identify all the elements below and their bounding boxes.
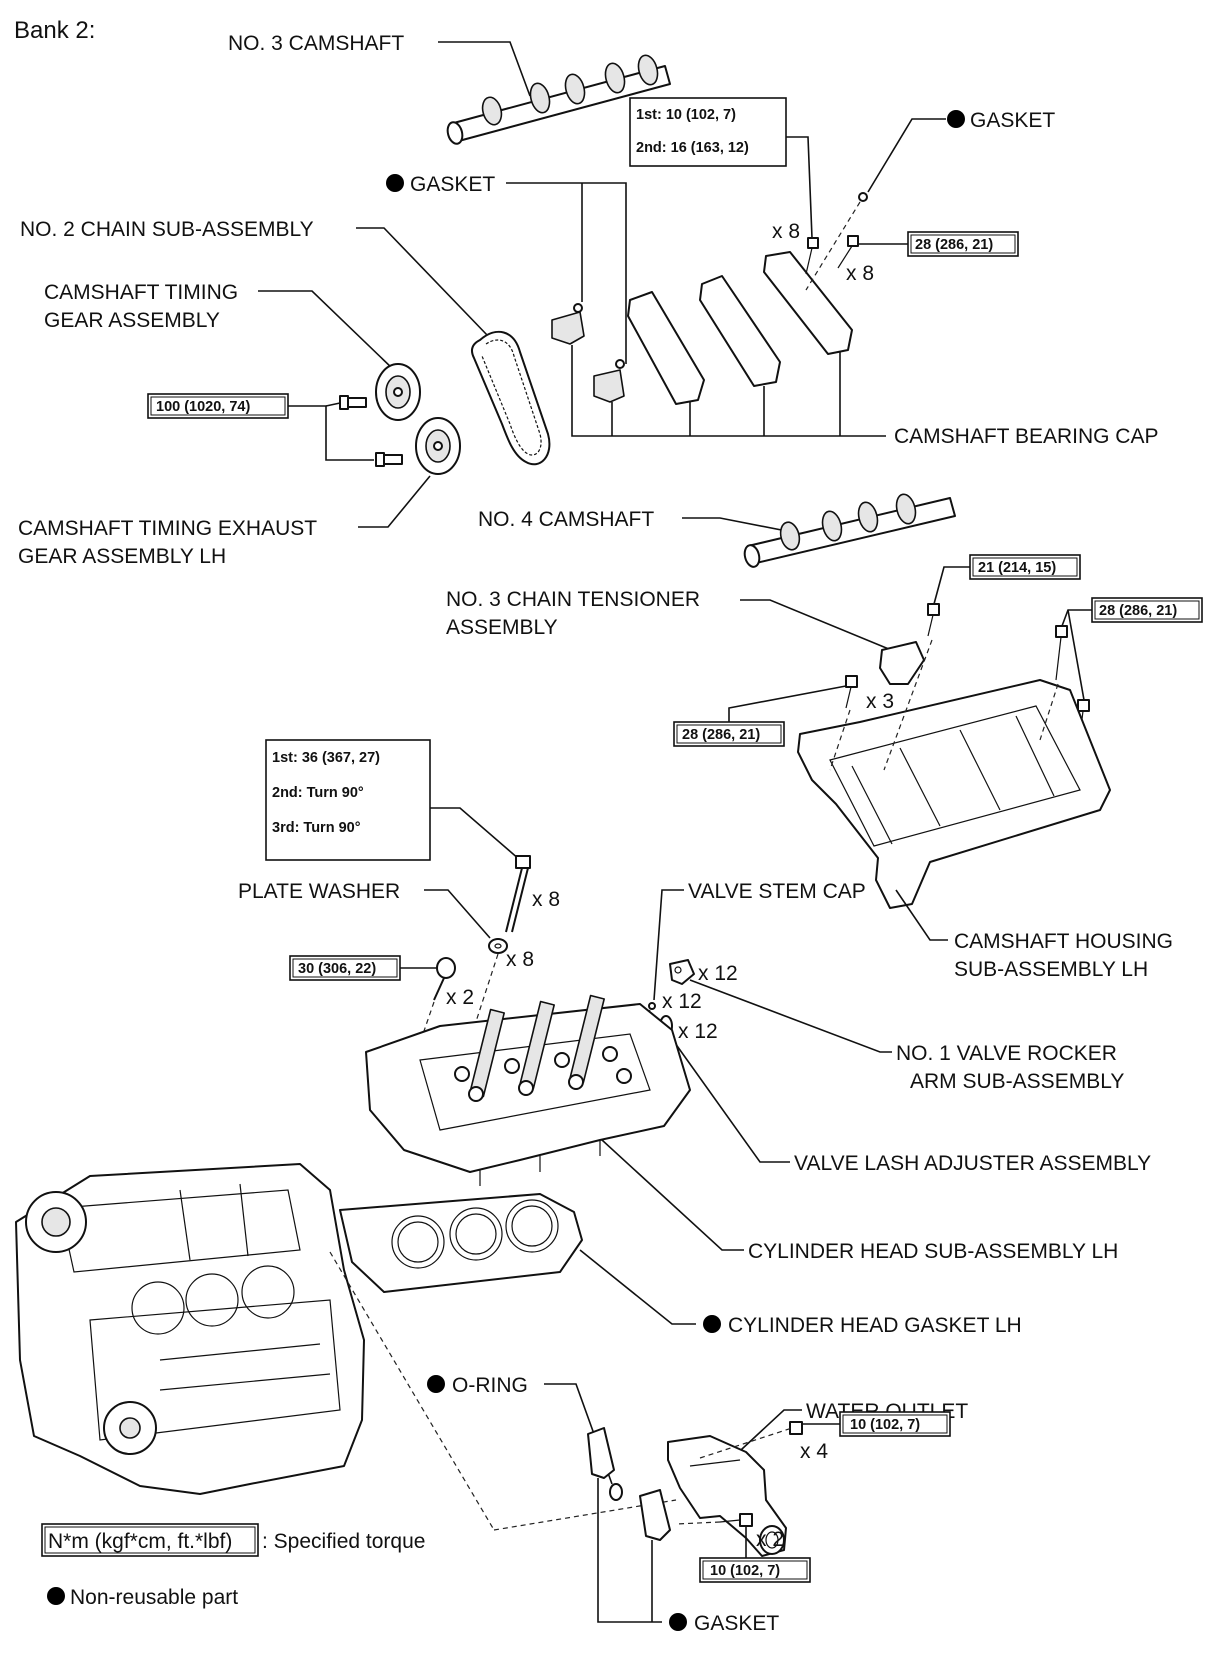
no2-chain-drawing <box>471 330 551 466</box>
gasket-bottom-label: GASKET <box>694 1612 779 1635</box>
water-outlet-bolt-torque: 10 (102, 7) <box>710 1563 780 1579</box>
water-outlet-nut-torque: 10 (102, 7) <box>850 1417 920 1433</box>
head-bolt-torque-1st: 1st: 36 (367, 27) <box>272 750 380 766</box>
housing-label-2: SUB-ASSEMBLY LH <box>954 958 1148 981</box>
tensioner-label-1: NO. 3 CHAIN TENSIONER <box>446 588 700 611</box>
no4-camshaft-drawing <box>743 493 956 568</box>
exhaust-gear-drawing <box>415 417 461 475</box>
gear-bolt-upper-drawing <box>339 395 367 410</box>
plate-washer-qty: x 8 <box>506 948 534 971</box>
tensioner-drawing <box>879 603 940 685</box>
tensioner-torque-box <box>969 554 1081 580</box>
camshaft-housing-drawing <box>797 679 1111 909</box>
head-small-bolt-torque: 30 (306, 22) <box>298 961 376 977</box>
tensioner-label-2: ASSEMBLY <box>446 616 558 639</box>
head-small-bolt-qty: x 2 <box>446 986 474 1009</box>
nonreusable-dot-icon <box>947 110 965 128</box>
legend-torque-format: N*m (kgf*cm, ft.*lbf) <box>48 1530 232 1553</box>
housing-bolt-left-drawing <box>845 675 858 709</box>
bottom-gaskets-drawing <box>587 1427 671 1541</box>
cylinder-head-drawing <box>365 994 691 1186</box>
housing-label-1: CAMSHAFT HOUSING <box>954 930 1173 953</box>
cap-bolt-torque-1st: 1st: 10 (102, 7) <box>636 107 736 123</box>
lash-adjuster-qty: x 12 <box>678 1020 718 1043</box>
nonreusable-dot-icon <box>703 1315 721 1333</box>
nonreusable-dot-icon <box>427 1375 445 1393</box>
gasket-upper-label: GASKET <box>410 173 495 196</box>
rocker-label-1: NO. 1 VALVE ROCKER <box>896 1042 1117 1065</box>
o-ring-label: O-RING <box>452 1374 528 1397</box>
no3-camshaft-label: NO. 3 CAMSHAFT <box>228 32 404 55</box>
cap-bolt-torque-box <box>629 97 787 167</box>
rocker-arm-drawing <box>669 959 695 985</box>
head-bolt-drawing <box>505 855 531 933</box>
timing-gear-label-1: CAMSHAFT TIMING <box>44 281 238 304</box>
bearing-caps-drawing <box>551 251 853 405</box>
head-bolt-qty: x 8 <box>532 888 560 911</box>
water-outlet-drawing <box>667 1435 787 1557</box>
cap-side-torque: 28 (286, 21) <box>915 237 993 253</box>
legend-torque-box <box>41 1523 259 1557</box>
bearing-cap-label: CAMSHAFT BEARING CAP <box>894 425 1159 448</box>
nonreusable-dot-icon <box>669 1613 687 1631</box>
plate-washer-drawing <box>488 938 508 954</box>
housing-left-torque: 28 (286, 21) <box>682 727 760 743</box>
cylinder-head-label: CYLINDER HEAD SUB-ASSEMBLY LH <box>748 1240 1118 1263</box>
bank-title: Bank 2: <box>14 17 95 44</box>
water-outlet-bolt-torque-box <box>699 1557 811 1583</box>
valve-stem-cap-drawing <box>648 1002 656 1010</box>
housing-left-torque-box <box>673 721 785 747</box>
exhaust-gear-label-1: CAMSHAFT TIMING EXHAUST <box>18 517 317 540</box>
engine-block-drawing <box>15 1163 365 1495</box>
cap-bolt-left-qty: x 8 <box>772 220 800 243</box>
timing-gear-label-2: GEAR ASSEMBLY <box>44 309 220 332</box>
nonreusable-dot-icon <box>386 174 404 192</box>
gear-bolt-torque-box <box>147 393 289 419</box>
rocker-label-2: ARM SUB-ASSEMBLY <box>910 1070 1124 1093</box>
cap-bolt-drawing <box>805 235 859 275</box>
head-bolt-torque-3rd: 3rd: Turn 90° <box>272 820 361 836</box>
gear-bolt-lower-drawing <box>375 452 403 467</box>
water-outlet-bolt-drawing <box>719 1513 753 1527</box>
no2-chain-label: NO. 2 CHAIN SUB-ASSEMBLY <box>20 218 314 241</box>
o-ring-drawing <box>609 1483 623 1501</box>
gasket-top-right-label: GASKET <box>970 109 1055 132</box>
rocker-arm-qty: x 12 <box>698 962 738 985</box>
housing-right-torque-box <box>1091 597 1203 623</box>
cap-bolt-torque-2nd: 2nd: 16 (163, 12) <box>636 140 749 156</box>
small-gasket-drawing <box>858 192 868 202</box>
water-outlet-bolt-qty: x 2 <box>756 1528 784 1551</box>
exhaust-gear-label-2: GEAR ASSEMBLY LH <box>18 545 226 568</box>
timing-gear-drawing <box>375 363 421 421</box>
water-outlet-nut-qty: x 4 <box>800 1440 828 1463</box>
no4-camshaft-label: NO. 4 CAMSHAFT <box>478 508 654 531</box>
water-outlet-nut-drawing <box>789 1421 803 1435</box>
legend-torque-desc: : Specified torque <box>262 1530 425 1553</box>
no3-camshaft-drawing <box>446 54 671 145</box>
tensioner-torque: 21 (214, 15) <box>978 560 1056 576</box>
head-small-bolt-drawing <box>433 957 456 1001</box>
housing-right-torque: 28 (286, 21) <box>1099 603 1177 619</box>
cap-bolt-right-qty: x 8 <box>846 262 874 285</box>
plate-washer-label: PLATE WASHER <box>238 880 400 903</box>
housing-bolt-qty: x 3 <box>866 690 894 713</box>
valve-stem-cap-label: VALVE STEM CAP <box>688 880 866 903</box>
head-bolt-torque-2nd: 2nd: Turn 90° <box>272 785 364 801</box>
gear-bolt-torque: 100 (1020, 74) <box>156 399 250 415</box>
legend-nonreusable: Non-reusable part <box>70 1586 238 1609</box>
valve-stem-cap-qty: x 12 <box>662 990 702 1013</box>
head-bolt-torque-box <box>265 739 431 861</box>
head-gasket-label: CYLINDER HEAD GASKET LH <box>728 1314 1022 1337</box>
lash-adjuster-label: VALVE LASH ADJUSTER ASSEMBLY <box>794 1152 1151 1175</box>
head-gasket-drawing <box>339 1193 583 1293</box>
nonreusable-dot-icon <box>47 1587 65 1605</box>
